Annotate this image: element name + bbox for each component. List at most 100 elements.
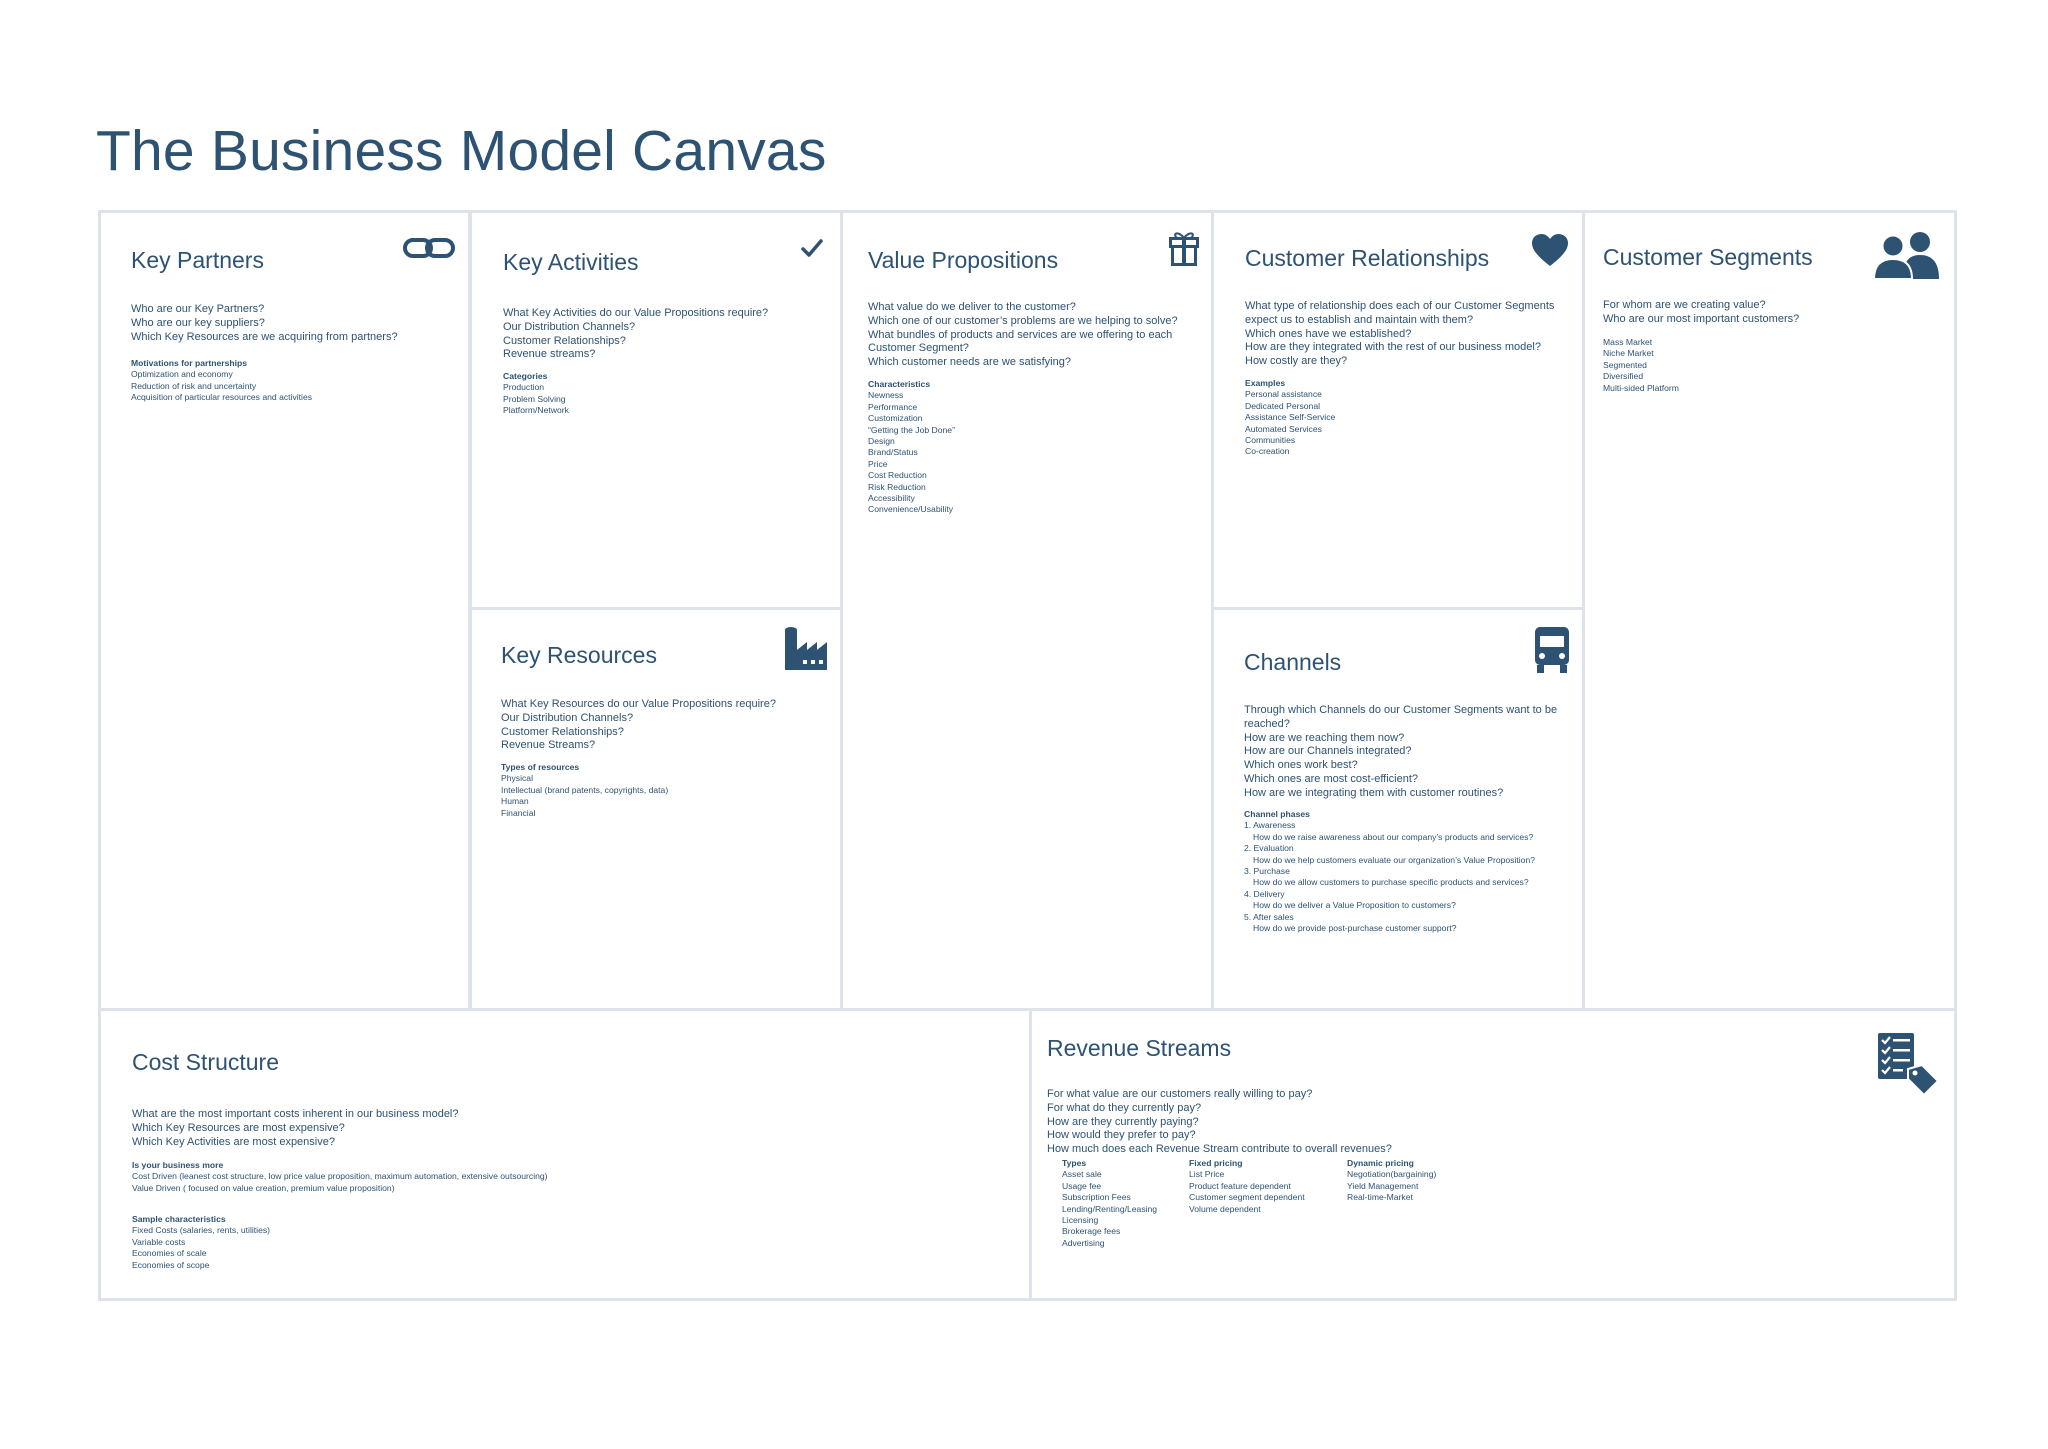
question-text: What bundles of products and services ar… [868, 328, 1173, 341]
question-text: Who are our most important customers? [1603, 312, 1800, 325]
question-text: Which ones have we established? [1245, 327, 1412, 340]
question-text: Which Key Resources are we acquiring fro… [131, 330, 398, 343]
question-text: Which one of our customer’s problems are… [868, 314, 1178, 327]
cost-structure-characteristics: Sample characteristics Fixed Costs (sala… [132, 1214, 270, 1271]
list-item: Optimization and economy [131, 369, 233, 380]
column-heading: Dynamic pricing [1347, 1158, 1414, 1168]
checkmark-icon [801, 239, 823, 257]
list-item: Brand/Status [868, 447, 918, 458]
list-item: Personal assistance [1245, 389, 1322, 400]
list-item: Cost Driven (leanest cost structure, low… [132, 1171, 548, 1182]
key-resources-questions: What Key Resources do our Value Proposit… [501, 698, 776, 753]
list-item: Volume dependent [1189, 1203, 1261, 1214]
list-item: Platform/Network [503, 405, 569, 416]
key-partners-block: Key Partners Who are our Key Partners? W… [98, 210, 471, 1011]
list-item: Niche Market [1603, 348, 1654, 359]
list-item: Economies of scale [132, 1248, 207, 1259]
channel-phases: Channel phases 1. Awareness How do we ra… [1244, 809, 1535, 934]
question-text: How much does each Revenue Stream contri… [1047, 1143, 1392, 1156]
question-text: Which customer needs are we satisfying? [868, 356, 1071, 369]
list-item: Usage fee [1062, 1180, 1102, 1191]
list-item: Negotiation(bargaining) [1347, 1169, 1437, 1180]
channels-questions: Through which Channels do our Customer S… [1244, 704, 1557, 801]
list-item: Communities [1245, 435, 1296, 446]
customer-relationships-examples: Examples Personal assistance Dedicated P… [1245, 378, 1335, 458]
section-heading: Is your business more [132, 1160, 224, 1170]
question-text: Who are our Key Partners? [131, 303, 265, 315]
list-item: Convenience/Usability [868, 504, 954, 515]
list-item: Physical [501, 773, 533, 784]
customer-segments-title: Customer Segments [1603, 244, 1813, 270]
phase-label: 2. Evaluation [1244, 843, 1294, 854]
list-item: Diversified [1603, 371, 1644, 382]
phase-label: 1. Awareness [1244, 820, 1296, 831]
list-item: Value Driven ( focused on value creation… [132, 1182, 395, 1193]
customer-segments-block: Customer Segments For whom are we creati… [1582, 210, 1957, 1011]
list-item: Subscription Fees [1062, 1192, 1131, 1203]
list-item: Newness [868, 390, 904, 401]
section-heading: Types of resources [501, 762, 580, 772]
cost-structure-questions: What are the most important costs inhere… [132, 1108, 459, 1149]
list-item: Economies of scope [132, 1259, 210, 1270]
phase-label: 5. After sales [1244, 911, 1294, 922]
list-item: Multi-sided Platform [1603, 382, 1679, 393]
phase-detail: How do we allow customers to purchase sp… [1253, 877, 1529, 888]
question-text: For whom are we creating value? [1603, 299, 1766, 311]
customer-relationships-questions: What type of relationship does each of o… [1245, 300, 1554, 369]
list-item: Dedicated Personal [1245, 400, 1321, 411]
question-text: How would they prefer to pay? [1047, 1129, 1196, 1142]
cost-structure-block: Cost Structure What are the most importa… [98, 1008, 1032, 1301]
question-text: What Key Resources do our Value Proposit… [501, 698, 776, 710]
list-item: Mass Market [1603, 337, 1653, 347]
key-partners-title: Key Partners [131, 247, 264, 273]
section-heading: Sample characteristics [132, 1214, 226, 1224]
list-item: Risk Reduction [868, 481, 926, 492]
list-item: Licensing [1062, 1215, 1099, 1226]
key-activities-block: Key Activities What Key Activities do ou… [469, 210, 843, 610]
question-text: Customer Relationships? [501, 725, 624, 738]
list-item: Brokerage fees [1062, 1226, 1121, 1237]
cost-structure-drivers: Is your business more Cost Driven (leane… [132, 1160, 548, 1194]
channels-title: Channels [1244, 649, 1342, 675]
list-item: Fixed Costs (salaries, rents, utilities) [132, 1225, 271, 1236]
list-item: Cost Reduction [868, 470, 927, 481]
list-item: Yield Management [1347, 1180, 1419, 1191]
list-item: Price [868, 458, 888, 469]
list-item: Intellectual (brand patents, copyrights,… [501, 784, 669, 795]
question-text: Which Key Resources are most expensive? [132, 1121, 345, 1134]
list-item: Advertising [1062, 1237, 1105, 1248]
question-text: How are our Channels integrated? [1244, 745, 1412, 758]
link-icon [402, 237, 456, 259]
heart-icon [1531, 233, 1569, 267]
list-item: Real-time-Market [1347, 1192, 1413, 1203]
list-item: Asset sale [1062, 1169, 1102, 1180]
question-text: Which Key Activities are most expensive? [132, 1135, 335, 1148]
section-heading: Examples [1245, 378, 1286, 388]
revenue-streams-title: Revenue Streams [1047, 1035, 1232, 1061]
list-item: List Price [1189, 1169, 1225, 1180]
question-text: For what value are our customers really … [1047, 1088, 1313, 1100]
value-propositions-block: Value Propositions What value do we deli… [840, 210, 1214, 1011]
list-item: “Getting the Job Done” [868, 424, 955, 435]
customer-relationships-title: Customer Relationships [1245, 245, 1490, 271]
section-heading: Characteristics [868, 379, 931, 389]
revenue-streams-questions: For what value are our customers really … [1047, 1088, 1392, 1157]
phase-detail: How do we provide post-purchase customer… [1253, 923, 1457, 934]
list-item: Automated Services [1245, 423, 1322, 434]
phase-detail: How do we raise awareness about our comp… [1253, 831, 1534, 842]
value-propositions-questions: What value do we deliver to the customer… [868, 301, 1178, 370]
key-activities-questions: What Key Activities do our Value Proposi… [503, 307, 768, 362]
section-heading: Categories [503, 371, 548, 381]
dynamic-pricing-column: Dynamic pricing Negotiation(bargaining) … [1347, 1158, 1436, 1204]
question-text: expect us to establish and maintain with… [1245, 313, 1474, 326]
customer-segments-list: Mass Market Niche Market Segmented Diver… [1603, 337, 1679, 394]
key-resources-types: Types of resources Physical Intellectual… [501, 762, 668, 819]
key-resources-title: Key Resources [501, 642, 657, 668]
question-text: Revenue streams? [503, 348, 596, 361]
revenue-streams-block: Revenue Streams For what value are our c… [1029, 1008, 1957, 1301]
question-text: How are we integrating them with custome… [1244, 786, 1504, 799]
page-title: The Business Model Canvas [96, 119, 827, 183]
question-text: Through which Channels do our Customer S… [1244, 704, 1558, 716]
question-text: How are they integrated with the rest of… [1245, 341, 1541, 354]
phase-detail: How do we deliver a Value Proposition to… [1253, 900, 1456, 911]
